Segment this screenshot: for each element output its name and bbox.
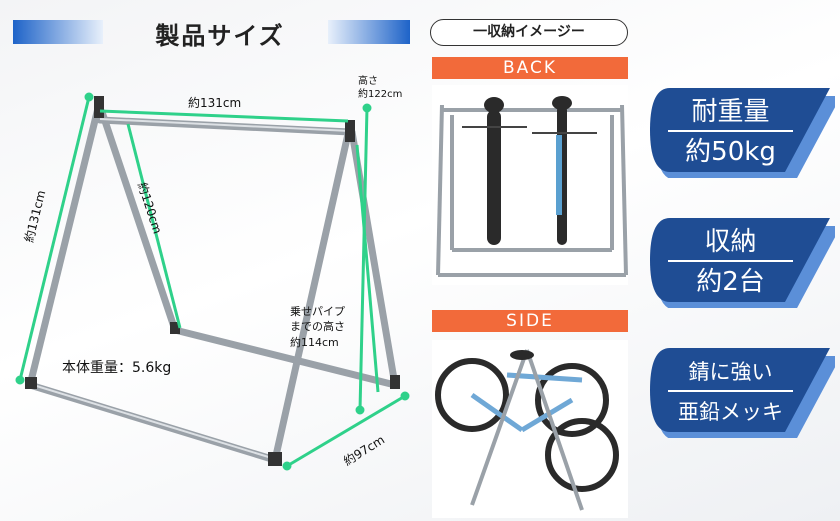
back-view-photo [432,85,628,285]
badge-value: 約2台 [696,267,765,297]
tire-height-label: 約114cm [290,336,339,349]
side-label: SIDE [432,310,628,332]
weight-label: 本体重量：5.6kg [62,360,172,376]
page-title: 製品サイズ [155,22,285,50]
tire-height-caption-1: 乗せパイプ [290,305,345,318]
frame-joints [25,96,400,466]
measure-lines [15,92,410,471]
stand-frame [26,96,399,464]
badge-title: 錆に強い [668,354,793,392]
badge-load-capacity: 耐重量 約50kg [650,88,835,178]
badge-capacity: 収納 約2台 [650,218,835,308]
badge-value: 亜鉛メッキ [678,400,783,424]
back-label: BACK [432,57,628,79]
stand-diagram [15,92,410,471]
badge-title: 収納 [668,224,793,262]
height-caption: 高さ [358,76,378,87]
height-label: 約122cm [358,89,403,100]
tire-height-caption-2: までの高さ [290,320,345,333]
title-bar-right [328,20,410,44]
frame-highlight [29,118,351,460]
width-label: 約131cm [188,96,242,110]
storage-heading: 一収納イメージー [430,19,628,46]
badge-value: 約50kg [685,137,776,167]
title-bar-left [13,20,103,44]
badge-rust-resistant: 錆に強い 亜鉛メッキ [650,348,835,438]
side-view-photo [432,340,628,518]
badge-title: 耐重量 [668,94,793,132]
